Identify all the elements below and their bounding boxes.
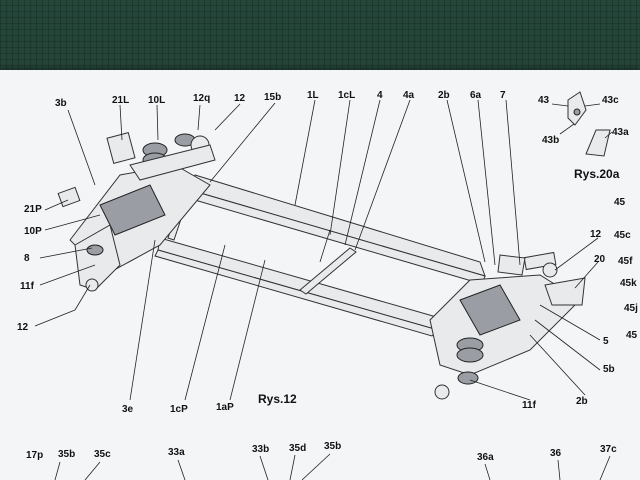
label-33a: 33a (168, 447, 185, 458)
chassis-frame-drawing (57, 131, 586, 400)
label-4a: 4a (403, 90, 415, 101)
label-35c: 35c (94, 449, 111, 460)
figure-caption-rys12: Rys.12 (258, 392, 297, 406)
label-10L: 10L (148, 95, 165, 106)
label-1cP: 1cP (170, 404, 188, 415)
label-12q: 12q (193, 93, 210, 104)
label-45f: 45f (618, 256, 633, 267)
leader-lines (34, 99, 601, 401)
label-7: 7 (500, 90, 506, 101)
label-43c: 43c (602, 95, 619, 106)
label-5b: 5b (603, 364, 615, 375)
label-3b: 3b (55, 98, 67, 109)
instruction-sheet: 3b 21L 10L 12q 12 15b 1L 1cL 4 4a 2b 6a … (0, 70, 640, 480)
label-21L: 21L (112, 95, 129, 106)
label-2b-bottom: 2b (576, 396, 588, 407)
label-21P: 21P (24, 204, 42, 215)
label-12: 12 (234, 93, 246, 104)
edge-labels-right: 45 45c 45f 45k 45j 45 (614, 197, 638, 341)
label-4: 4 (377, 90, 383, 101)
label-12-right: 12 (590, 229, 602, 240)
label-45: 45 (614, 197, 626, 208)
label-45j: 45j (624, 303, 638, 314)
label-5: 5 (603, 336, 609, 347)
label-37c: 37c (600, 444, 617, 455)
label-11f-left: 11f (20, 281, 35, 292)
label-1L: 1L (307, 90, 319, 101)
label-36a: 36a (477, 452, 494, 463)
label-6a: 6a (470, 90, 482, 101)
label-3e: 3e (122, 404, 134, 415)
detail-rys20a: 43 43c 43b 43a Rys.20a (538, 91, 629, 181)
label-43b: 43b (542, 135, 559, 146)
label-45c: 45c (614, 230, 631, 241)
next-figure-labels: 17p 35b 35c 33a 33b 35d 35b 36a 36 37c (26, 441, 617, 480)
label-45-cut: 45 (626, 330, 638, 341)
label-1cL: 1cL (338, 90, 355, 101)
label-35d: 35d (289, 443, 306, 454)
label-17p: 17p (26, 450, 43, 461)
label-43: 43 (538, 95, 550, 106)
frame-diagram: 3b 21L 10L 12q 12 15b 1L 1cL 4 4a 2b 6a … (17, 90, 638, 480)
label-33b: 33b (252, 444, 269, 455)
label-43a: 43a (612, 127, 629, 138)
label-35b: 35b (58, 449, 75, 460)
part-labels: 3b 21L 10L 12q 12 15b 1L 1cL 4 4a 2b 6a … (17, 90, 615, 415)
label-35b-2: 35b (324, 441, 341, 452)
label-36: 36 (550, 448, 562, 459)
label-8: 8 (24, 253, 30, 264)
label-11f-right: 11f (522, 400, 537, 411)
label-20: 20 (594, 254, 606, 265)
label-12-left: 12 (17, 322, 29, 333)
label-10P: 10P (24, 226, 42, 237)
label-15b: 15b (264, 92, 281, 103)
detail-caption-rys20a: Rys.20a (574, 167, 620, 181)
label-1aP: 1aP (216, 402, 234, 413)
label-2b-top: 2b (438, 90, 450, 101)
label-45k: 45k (620, 278, 637, 289)
